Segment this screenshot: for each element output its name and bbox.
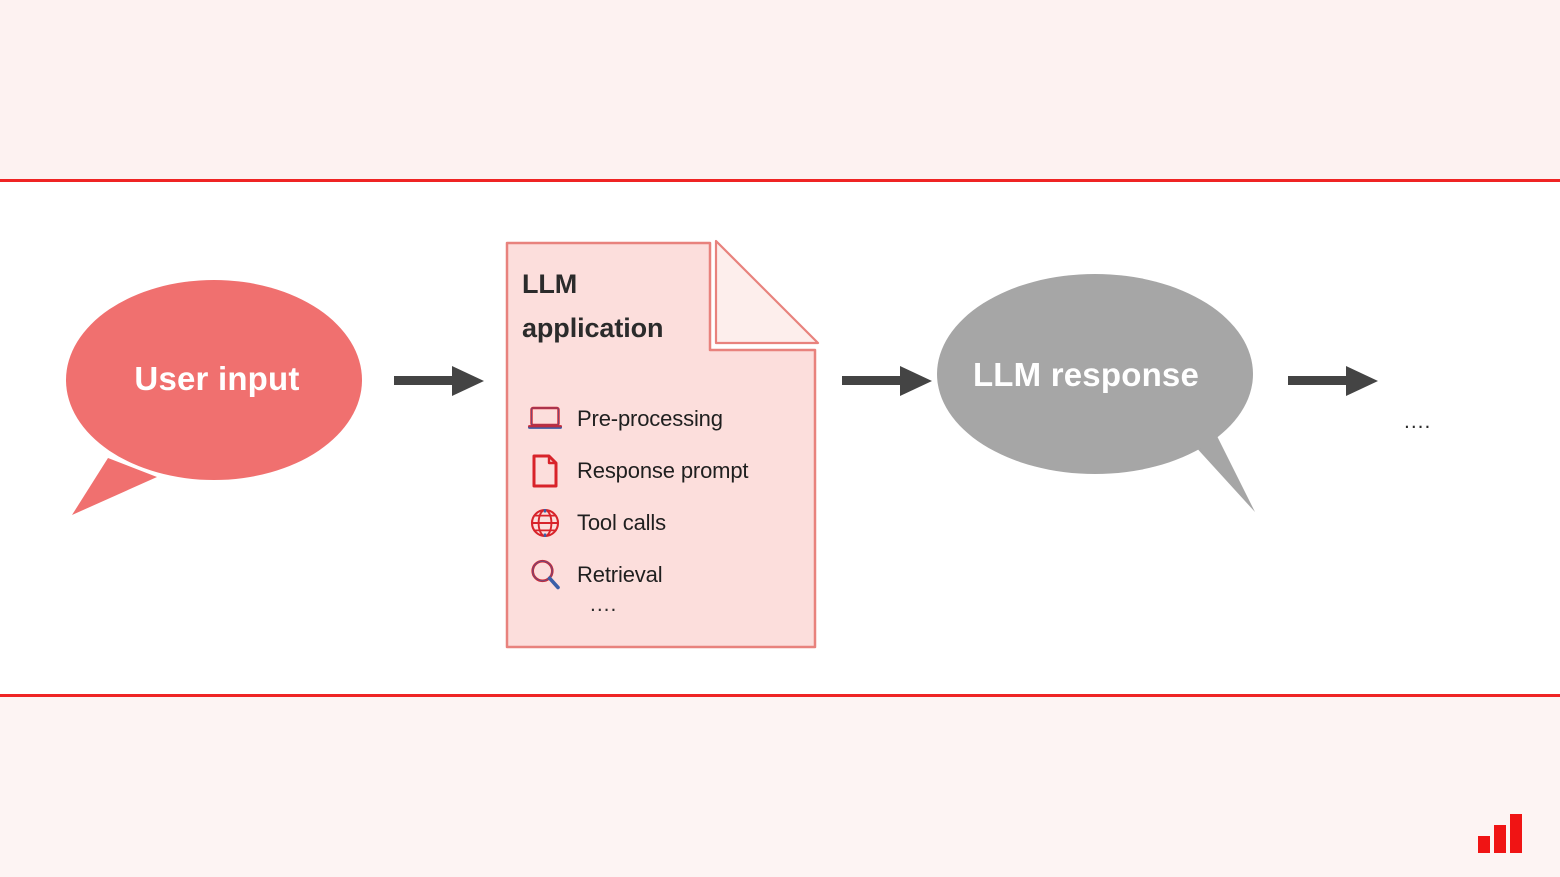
card-title: LLM application [522,263,707,350]
llm-response-label: LLM response [972,356,1200,393]
list-item[interactable]: Tool calls [522,497,812,549]
arrow-llm-to-next-icon [1288,364,1380,398]
card-title-line1: LLM [522,269,578,299]
list-item[interactable]: Response prompt [522,445,812,497]
list-item[interactable]: Pre-processing [522,393,812,445]
bottom-divider-rule [0,694,1560,697]
bar-chart-logo-icon [1477,812,1525,854]
user-input-bubble: User input [62,272,372,517]
list-item-label: Response prompt [577,458,749,483]
llm-response-bubble: LLM response [935,266,1265,516]
list-item-label: Retrieval [577,562,663,587]
llm-bubble-shape [937,274,1255,512]
llm-application-card: LLM application Pre-processing [502,238,820,652]
list-item[interactable]: Retrieval [522,549,812,601]
list-item-label: Pre-processing [577,406,723,431]
card-feature-list: Pre-processing Response prompt [522,393,812,601]
search-icon [522,555,568,595]
user-bubble-shape [66,280,362,515]
top-divider-rule [0,179,1560,182]
arrow-card-to-llm-icon [842,364,934,398]
card-title-line2: application [522,312,664,343]
top-band [0,0,1560,179]
bottom-band [0,697,1560,877]
trailing-ellipsis: .... [1404,410,1432,433]
document-icon [522,451,568,491]
arrow-user-to-card-icon [394,364,486,398]
user-input-label: User input [134,360,300,397]
laptop-icon [522,399,568,439]
list-item-label: Tool calls [577,510,666,535]
card-document-shape [505,239,820,649]
card-more-ellipsis: .... [590,593,618,616]
globe-icon [522,503,568,543]
